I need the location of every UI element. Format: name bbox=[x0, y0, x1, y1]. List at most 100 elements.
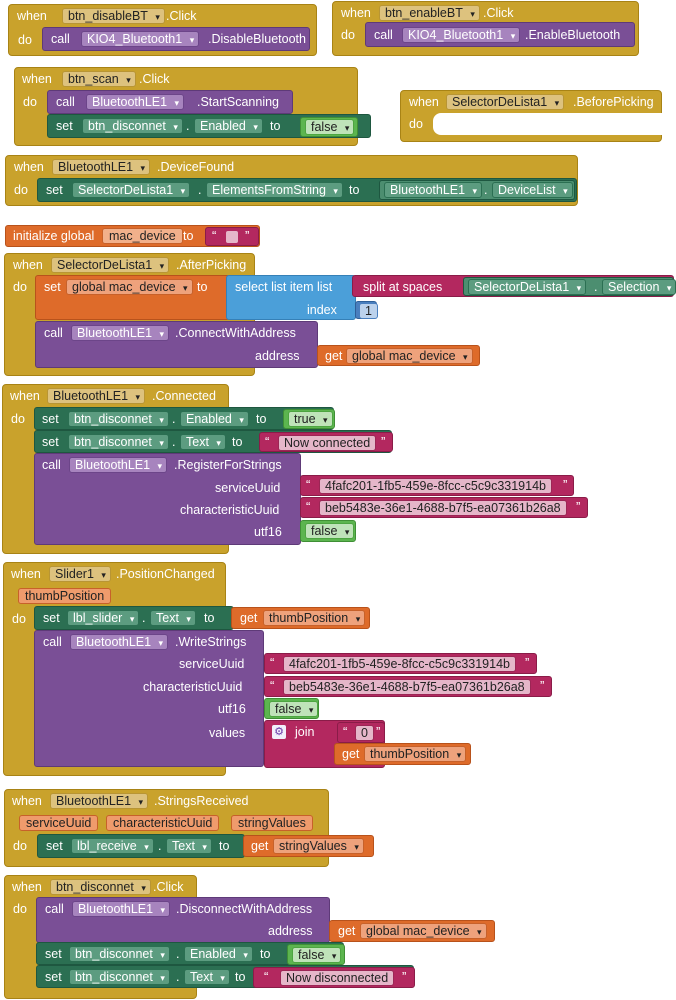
variable-dropdown[interactable]: stringValues bbox=[273, 838, 364, 855]
call-start-scanning-block[interactable]: call BluetoothLE1 .StartScanning bbox=[47, 90, 293, 114]
split-at-spaces-block[interactable]: split at spaces SelectorDeLista1 . Selec… bbox=[352, 275, 676, 297]
boolean-dropdown[interactable]: true bbox=[288, 411, 333, 428]
event-block-btn-enablebt-click[interactable]: when btn_enableBT .Click do call KIO4_Bl… bbox=[332, 1, 639, 56]
text-zero-block[interactable]: “ 0 ” bbox=[337, 722, 385, 743]
component-dropdown[interactable]: btn_disableBT bbox=[62, 8, 165, 25]
component-dropdown[interactable]: Slider1 bbox=[49, 566, 111, 583]
service-uuid-value[interactable]: 4fafc201-1fb5-459e-8fcc-c5c9c331914b bbox=[319, 478, 552, 494]
set-enabled-block[interactable]: set btn_disconnet . Enabled to false bbox=[47, 114, 371, 138]
variable-name-field[interactable]: mac_device bbox=[102, 228, 183, 244]
set-lbl-receive-text-block[interactable]: set lbl_receive . Text to bbox=[37, 834, 245, 858]
parameter-stringvalues[interactable]: stringValues bbox=[231, 815, 313, 831]
service-uuid-value[interactable]: 4fafc201-1fb5-459e-8fcc-c5c9c331914b bbox=[283, 656, 516, 672]
component-dropdown[interactable]: btn_disconnet bbox=[50, 879, 151, 896]
text-value[interactable]: 0 bbox=[355, 725, 374, 741]
get-global-mac-device-block[interactable]: get global mac_device bbox=[329, 920, 495, 942]
component-dropdown[interactable]: BluetoothLE1 bbox=[70, 634, 169, 651]
component-dropdown[interactable]: btn_disconnet bbox=[69, 969, 170, 986]
variable-dropdown[interactable]: global mac_device bbox=[66, 279, 193, 296]
component-dropdown[interactable]: btn_disconnet bbox=[68, 434, 169, 451]
property-dropdown[interactable]: Text bbox=[150, 610, 196, 627]
false-block[interactable]: false bbox=[300, 520, 356, 542]
set-global-mac-device-block[interactable]: set global mac_device to bbox=[35, 275, 230, 320]
characteristic-uuid-value[interactable]: beb5483e-36e1-4688-b7f5-ea07361b26a8 bbox=[319, 500, 567, 516]
call-write-strings-block[interactable]: call BluetoothLE1 .WriteStrings serviceU… bbox=[34, 630, 264, 767]
get-global-mac-device-block[interactable]: get global mac_device bbox=[317, 345, 480, 366]
component-dropdown[interactable]: BluetoothLE1 bbox=[69, 457, 168, 474]
set-text-block[interactable]: set btn_disconnet . Text to “ Now connec… bbox=[34, 430, 393, 453]
variable-dropdown[interactable]: thumbPosition bbox=[263, 610, 366, 627]
boolean-dropdown[interactable]: false bbox=[269, 701, 319, 718]
call-disconnect-with-address-block[interactable]: call BluetoothLE1 .DisconnectWithAddress… bbox=[36, 897, 495, 943]
component-dropdown[interactable]: KIO4_Bluetooth1 bbox=[402, 27, 521, 44]
characteristic-uuid-value[interactable]: beb5483e-36e1-4688-b7f5-ea07361b26a8 bbox=[283, 679, 531, 695]
initialize-global-block[interactable]: initialize global mac_device to “ ” bbox=[5, 225, 260, 247]
text-service-uuid-block[interactable]: “ 4fafc201-1fb5-459e-8fcc-c5c9c331914b ” bbox=[300, 475, 574, 496]
component-dropdown[interactable]: BluetoothLE1 bbox=[52, 159, 151, 176]
property-dropdown[interactable]: ElementsFromString bbox=[206, 182, 343, 199]
parameter-thumbposition[interactable]: thumbPosition bbox=[18, 588, 112, 604]
call-connect-with-address-block[interactable]: call BluetoothLE1 .ConnectWithAddress ad… bbox=[35, 321, 480, 368]
property-dropdown[interactable]: Selection bbox=[602, 279, 676, 296]
event-block-btn-scan-click[interactable]: when btn_scan .Click do call BluetoothLE… bbox=[14, 67, 371, 146]
component-dropdown[interactable]: lbl_receive bbox=[71, 838, 154, 855]
gear-icon[interactable]: ⚙ bbox=[272, 725, 286, 739]
boolean-dropdown[interactable]: false bbox=[305, 119, 355, 136]
component-dropdown[interactable]: BluetoothLE1 bbox=[50, 793, 149, 810]
get-stringvalues-block[interactable]: get stringValues bbox=[243, 835, 374, 857]
component-dropdown[interactable]: BluetoothLE1 bbox=[72, 901, 171, 918]
parameter-serviceuuid[interactable]: serviceUuid bbox=[19, 815, 99, 831]
component-dropdown[interactable]: BluetoothLE1 bbox=[71, 325, 170, 342]
component-dropdown[interactable]: btn_disconnet bbox=[69, 946, 170, 963]
call-register-for-strings-block[interactable]: call BluetoothLE1 .RegisterForStrings se… bbox=[34, 453, 301, 545]
empty-text-block[interactable]: “ ” bbox=[205, 227, 259, 246]
set-enabled-true-block[interactable]: set btn_disconnet . Enabled to true bbox=[34, 407, 335, 430]
component-dropdown[interactable]: BluetoothLE1 bbox=[47, 388, 146, 405]
component-dropdown[interactable]: KIO4_Bluetooth1 bbox=[81, 31, 200, 48]
parameter-characteristicuuid[interactable]: characteristicUuid bbox=[106, 815, 220, 831]
property-dropdown[interactable]: Enabled bbox=[194, 118, 263, 135]
event-block-selector-beforepicking[interactable]: when SelectorDeLista1 .BeforePicking do bbox=[400, 90, 663, 142]
call-enable-bluetooth-block[interactable]: call KIO4_Bluetooth1 .EnableBluetooth bbox=[365, 22, 635, 47]
component-dropdown[interactable]: btn_enableBT bbox=[379, 5, 480, 22]
property-dropdown[interactable]: DeviceList bbox=[492, 182, 573, 199]
property-dropdown[interactable]: Text bbox=[184, 969, 230, 986]
set-enabled-false-block[interactable]: set btn_disconnet . Enabled to false bbox=[36, 942, 345, 965]
event-block-btn-disablebt-click[interactable]: when btn_disableBT .Click do call KIO4_B… bbox=[8, 4, 317, 56]
text-field[interactable] bbox=[226, 231, 238, 243]
get-devicelist-block[interactable]: BluetoothLE1 . DeviceList bbox=[379, 180, 575, 200]
number-block[interactable]: 1 bbox=[355, 301, 378, 319]
component-dropdown[interactable]: BluetoothLE1 bbox=[86, 94, 185, 111]
get-selection-block[interactable]: SelectorDeLista1 . Selection bbox=[463, 277, 676, 296]
component-dropdown[interactable]: SelectorDeLista1 bbox=[468, 279, 587, 296]
property-dropdown[interactable]: Text bbox=[180, 434, 226, 451]
select-list-item-block[interactable]: select list item list index 1 bbox=[226, 275, 378, 320]
component-dropdown[interactable]: btn_scan bbox=[62, 71, 136, 88]
set-elementsfromstring-block[interactable]: set SelectorDeLista1 . ElementsFromStrin… bbox=[37, 178, 577, 202]
component-dropdown[interactable]: SelectorDeLista1 bbox=[51, 257, 170, 274]
text-value[interactable]: Now disconnected bbox=[280, 970, 395, 986]
set-text-block[interactable]: set btn_disconnet . Text to “ Now discon… bbox=[36, 965, 415, 988]
component-dropdown[interactable]: BluetoothLE1 bbox=[384, 182, 483, 199]
false-block[interactable]: false bbox=[264, 698, 319, 719]
text-service-uuid-block[interactable]: “ 4fafc201-1fb5-459e-8fcc-c5c9c331914b ” bbox=[264, 653, 537, 674]
call-disable-bluetooth-block[interactable]: call KIO4_Bluetooth1 .DisableBluetooth bbox=[42, 27, 310, 51]
text-now-connected-block[interactable]: “ Now connected ” bbox=[259, 432, 393, 452]
boolean-dropdown[interactable]: false bbox=[305, 523, 355, 540]
get-thumbposition-block[interactable]: get thumbPosition bbox=[231, 607, 370, 629]
text-characteristic-uuid-block[interactable]: “ beb5483e-36e1-4688-b7f5-ea07361b26a8 ” bbox=[300, 497, 588, 518]
index-value[interactable]: 1 bbox=[359, 303, 378, 319]
text-value[interactable]: Now connected bbox=[278, 435, 377, 451]
property-dropdown[interactable]: Text bbox=[166, 838, 212, 855]
variable-dropdown[interactable]: global mac_device bbox=[346, 348, 473, 365]
get-thumbposition-block[interactable]: get thumbPosition bbox=[334, 743, 471, 765]
set-lbl-slider-text-block[interactable]: set lbl_slider . Text to bbox=[34, 606, 234, 630]
variable-dropdown[interactable]: global mac_device bbox=[360, 923, 487, 940]
false-block[interactable]: false bbox=[287, 944, 345, 965]
component-dropdown[interactable]: btn_disconnet bbox=[68, 411, 169, 428]
event-block-stringsreceived[interactable]: when BluetoothLE1 .StringsReceived servi… bbox=[4, 789, 374, 867]
component-dropdown[interactable]: SelectorDeLista1 bbox=[72, 182, 191, 199]
false-block[interactable]: false bbox=[300, 117, 358, 137]
component-dropdown[interactable]: lbl_slider bbox=[67, 610, 140, 627]
component-dropdown[interactable]: btn_disconnet bbox=[82, 118, 183, 135]
